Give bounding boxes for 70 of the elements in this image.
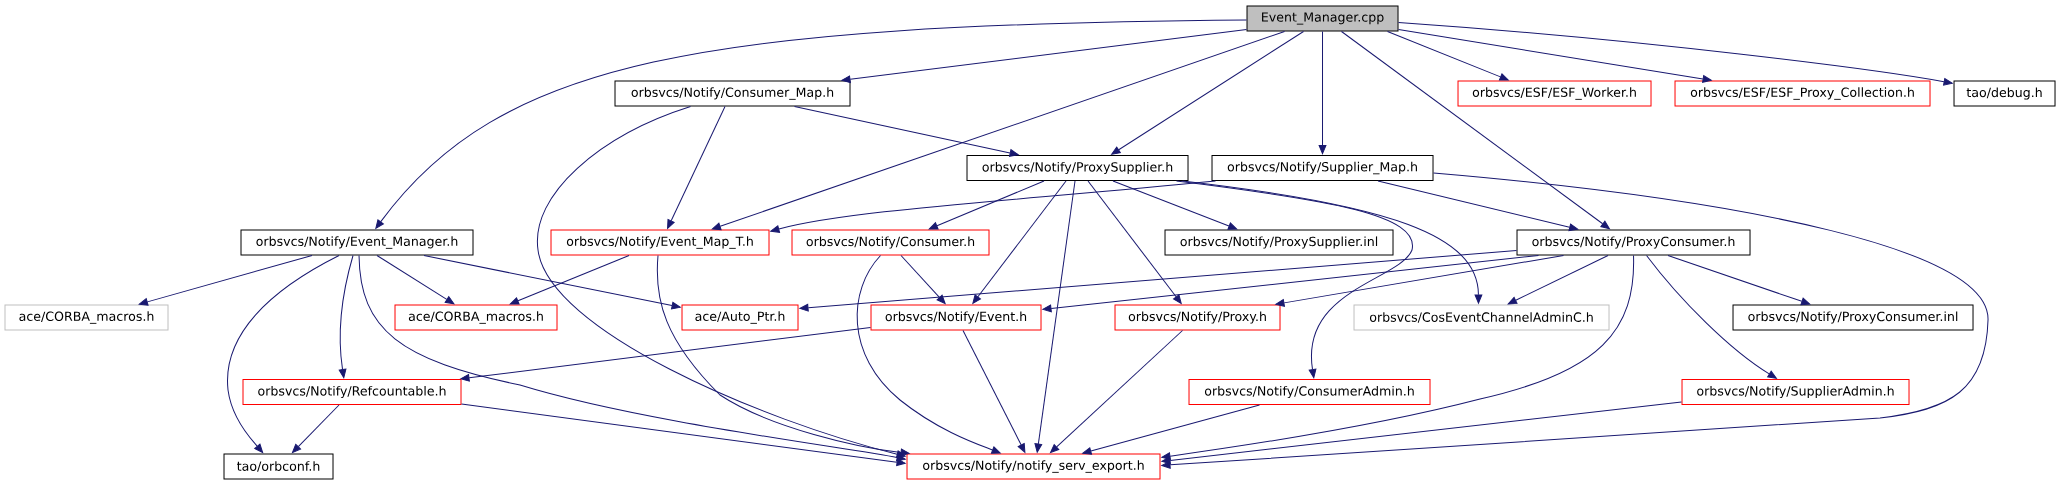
arrow (794, 106, 1019, 157)
arrow (1387, 31, 1509, 81)
arrow (1082, 404, 1260, 455)
arrow (770, 180, 1216, 233)
arrow (972, 180, 1067, 304)
arrow (900, 255, 946, 304)
file-box: tao/orbconf.h (223, 453, 334, 480)
arrow (291, 404, 340, 454)
arrow (667, 106, 726, 229)
file-box: orbsvcs/Notify/Event.h (870, 304, 1042, 331)
file-box: Event_Manager.cpp (1246, 5, 1399, 32)
arrow (1050, 330, 1183, 454)
arrow (1341, 31, 1610, 230)
arrow (928, 180, 1045, 230)
file-box: tao/debug.h (1953, 80, 2056, 107)
file-box: orbsvcs/CosEventChannelAdminC.h (1353, 304, 1610, 331)
arrow (841, 29, 1247, 84)
file-box: orbsvcs/Notify/Event_Manager.h (240, 229, 474, 256)
arrow (338, 255, 354, 379)
arrow (1161, 401, 1682, 465)
arrow (1042, 255, 1539, 313)
arrow (358, 255, 906, 462)
arrow (460, 327, 871, 382)
file-box: orbsvcs/Notify/Event_Map_T.h (550, 229, 770, 256)
file-box: orbsvcs/ESF/ESF_Worker.h (1457, 80, 1652, 107)
arrow (138, 255, 313, 306)
file-box: orbsvcs/Notify/Refcountable.h (242, 379, 462, 405)
file-box: orbsvcs/Notify/Consumer.h (791, 229, 990, 256)
arrow (1507, 255, 1609, 305)
arrow (1667, 255, 1811, 306)
arrow (1182, 180, 1483, 304)
arrow (376, 255, 455, 305)
file-box: orbsvcs/Notify/ProxyConsumer.h (1516, 229, 1751, 256)
arrow (1646, 255, 1777, 379)
file-box: orbsvcs/Notify/notify_serv_export.h (906, 453, 1161, 480)
arrow (1377, 180, 1579, 232)
arrow (1034, 180, 1076, 453)
file-box: orbsvcs/Notify/ConsumerAdmin.h (1188, 379, 1431, 405)
arrow (1087, 180, 1182, 304)
arrow (1176, 180, 1413, 379)
file-box: orbsvcs/ESF/ESF_Proxy_Collection.h (1674, 80, 1931, 107)
arrow (1161, 172, 1989, 469)
arrow (962, 330, 1026, 453)
arrow (1318, 31, 1327, 155)
file-box: orbsvcs/Notify/Proxy.h (1114, 304, 1281, 331)
arrow (375, 19, 1247, 229)
file-box: orbsvcs/Notify/ProxyConsumer.inl (1732, 304, 1974, 331)
file-box: ace/CORBA_macros.h (4, 304, 169, 331)
arrow (227, 255, 340, 453)
arrow (1275, 255, 1564, 307)
file-box: orbsvcs/Notify/ProxySupplier.inl (1164, 229, 1394, 256)
arrow (509, 255, 630, 305)
arrow (656, 255, 910, 457)
file-box: orbsvcs/Notify/SupplierAdmin.h (1681, 379, 1910, 405)
arrow (1398, 22, 1953, 86)
arrow (1111, 31, 1304, 155)
file-box: ace/Auto_Ptr.h (681, 304, 799, 331)
arrow (1161, 255, 1634, 461)
file-box: orbsvcs/Notify/Consumer_Map.h (614, 80, 851, 107)
file-box: orbsvcs/Notify/Supplier_Map.h (1211, 155, 1434, 181)
arrow (537, 106, 906, 458)
arrow (1398, 29, 1712, 83)
arrow (856, 255, 1001, 454)
arrow (711, 31, 1285, 231)
arrow (799, 250, 1517, 312)
file-box: ace/CORBA_macros.h (394, 304, 558, 331)
arrow (1112, 180, 1238, 230)
file-box: orbsvcs/Notify/ProxySupplier.h (966, 155, 1189, 181)
arrow (461, 403, 906, 467)
arrow (423, 255, 681, 310)
